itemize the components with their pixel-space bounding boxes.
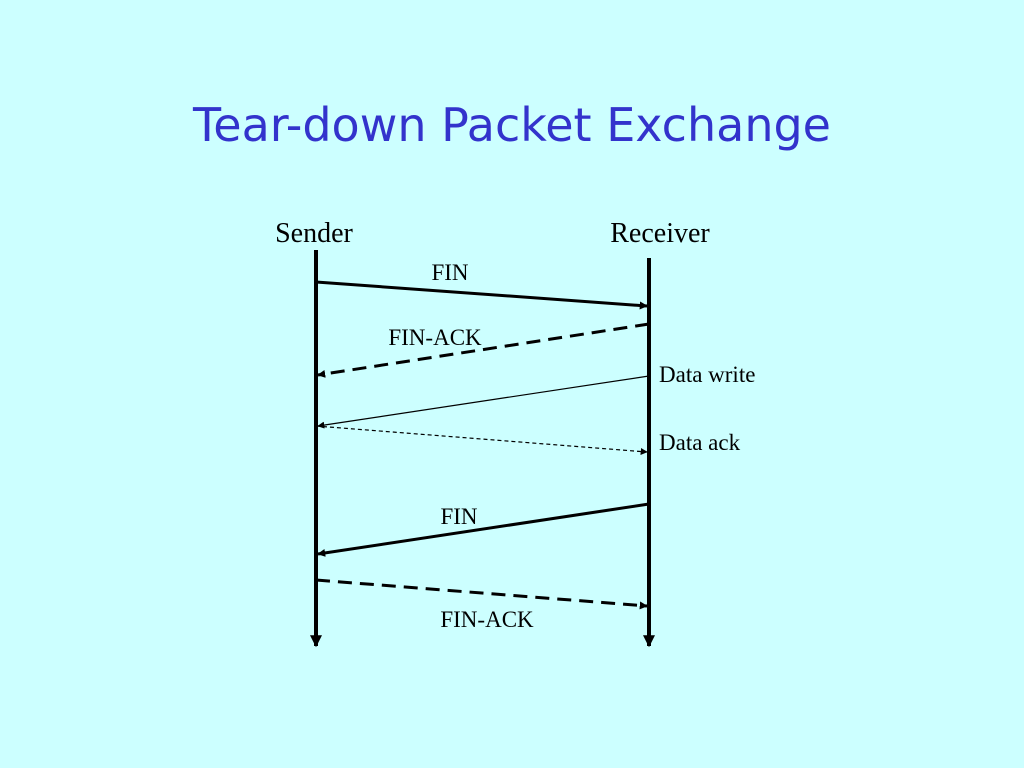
message-label-fin-ack-2: FIN-ACK — [440, 607, 534, 632]
sender-label: Sender — [275, 218, 353, 249]
message-label-fin-ack-1: FIN-ACK — [388, 325, 482, 350]
message-label-fin-2: FIN — [440, 504, 477, 529]
message-label-data-ack: Data ack — [659, 430, 741, 455]
message-arrow-fin-1 — [315, 280, 648, 310]
message-arrow-data-ack — [315, 425, 648, 455]
receiver-label: Receiver — [610, 218, 710, 249]
message-label-fin-1: FIN — [431, 260, 468, 285]
message-arrow-fin-2 — [317, 502, 650, 557]
message-arrow-fin-ack-2 — [315, 578, 648, 610]
message-label-data-write: Data write — [659, 362, 755, 387]
message-arrow-data-write — [317, 375, 650, 429]
slide-title: Tear-down Packet Exchange — [193, 98, 831, 152]
message-arrow-fin-ack-1 — [317, 322, 650, 378]
